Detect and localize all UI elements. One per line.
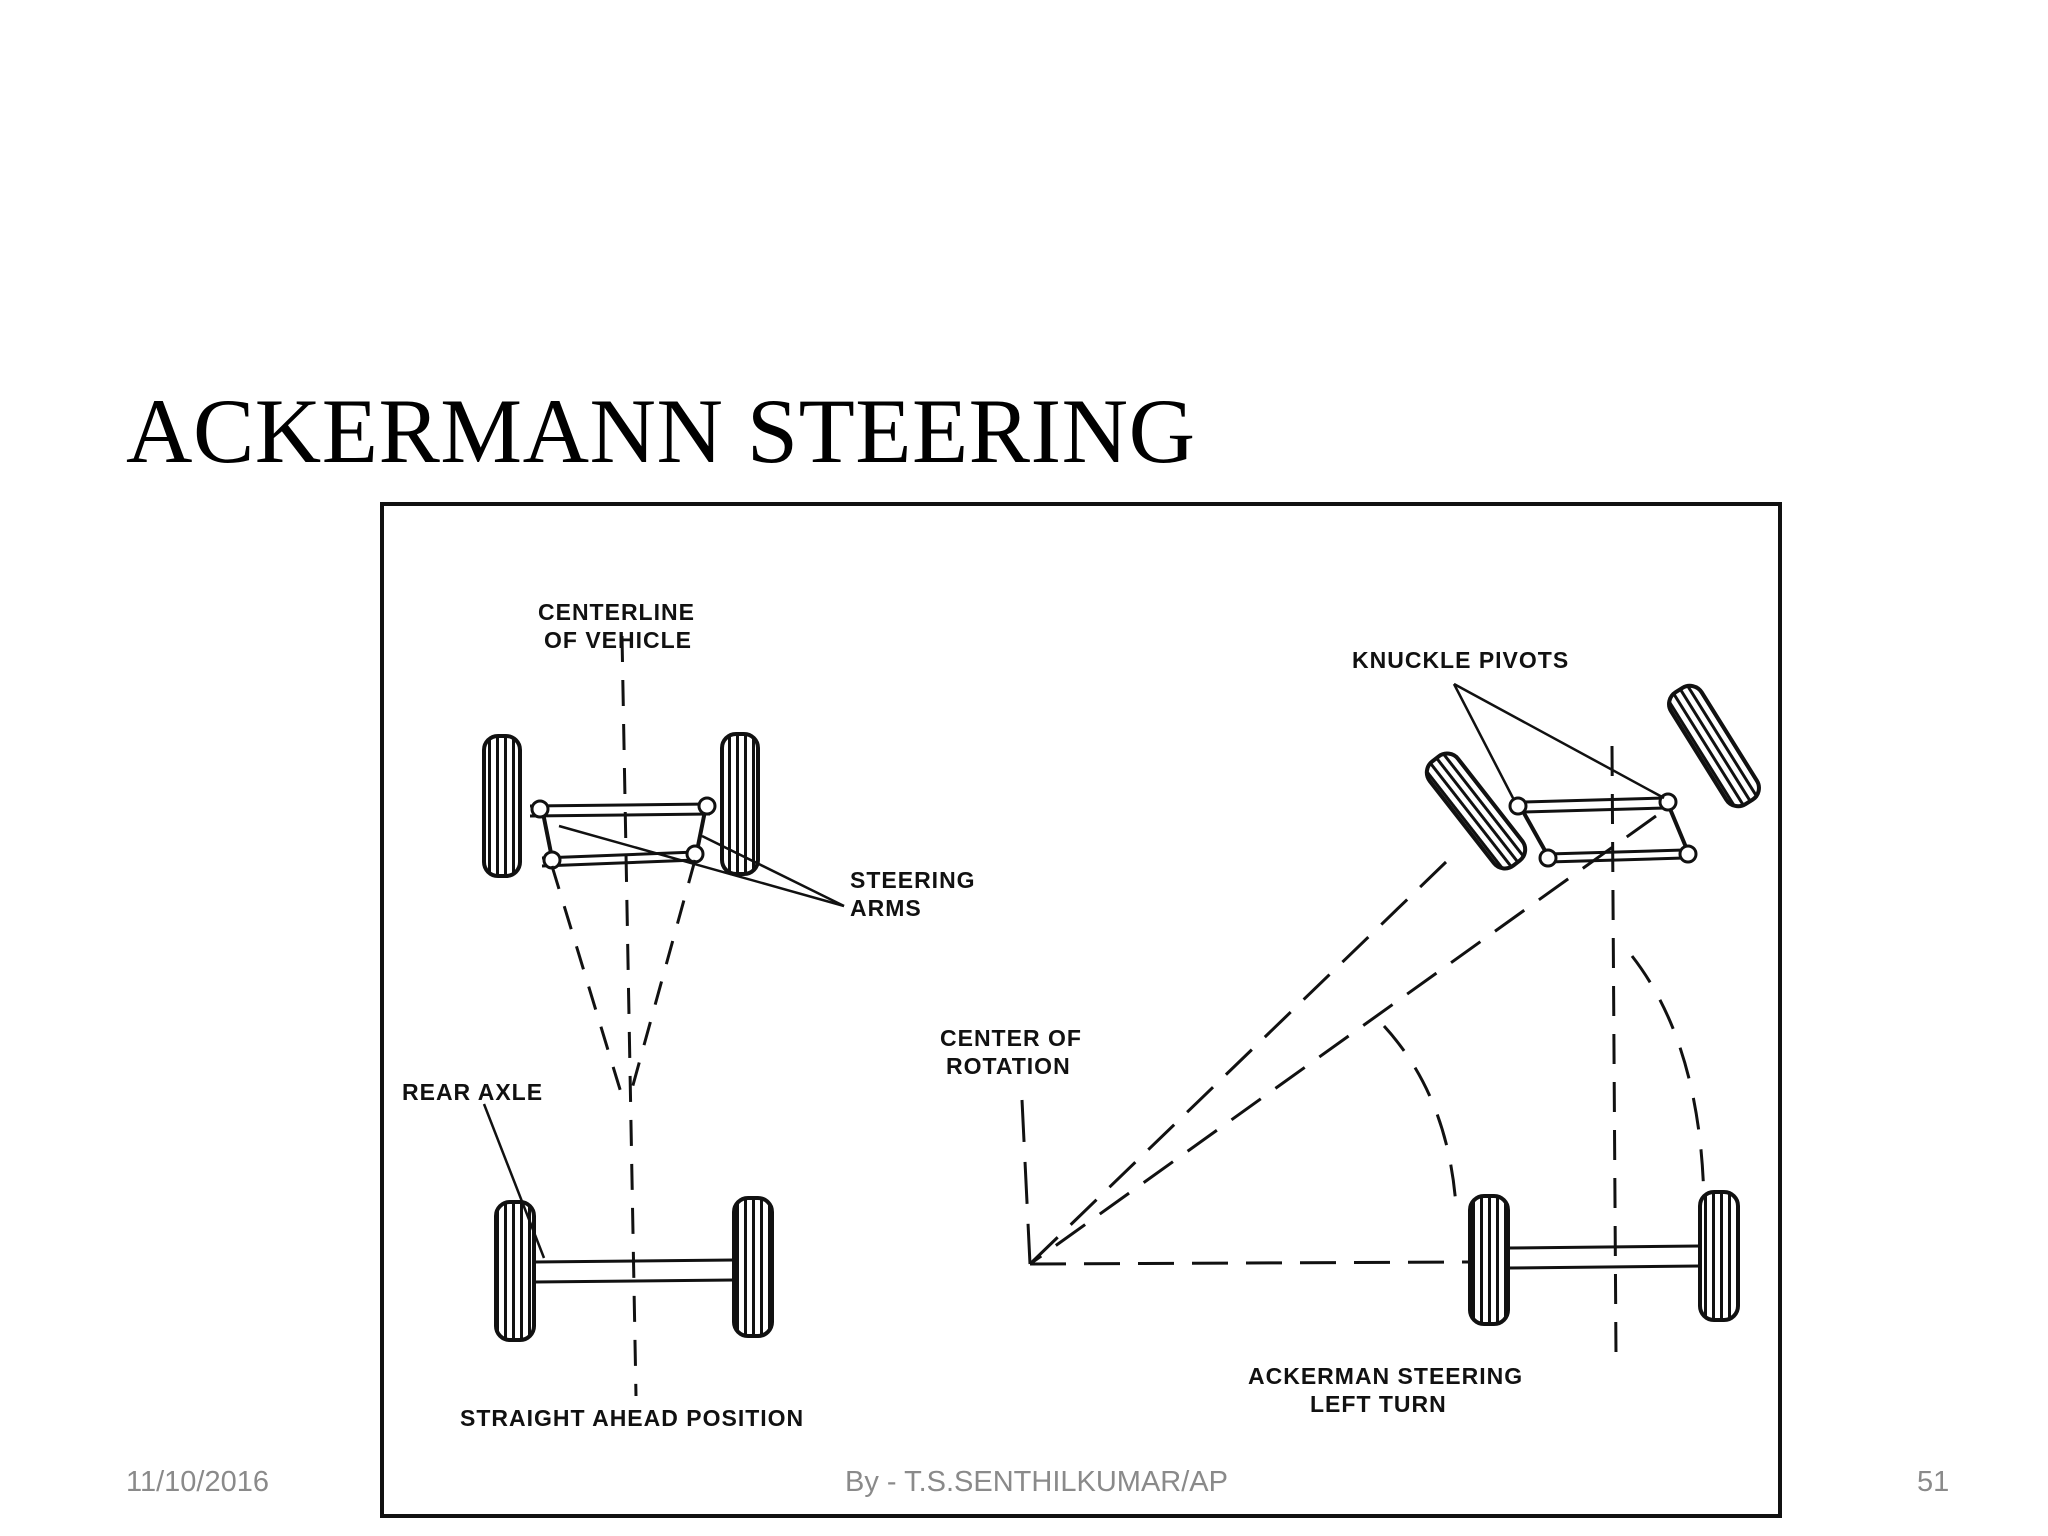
turn-rear-right-wheel (1698, 1190, 1740, 1322)
left-turn-group (1020, 682, 1761, 1357)
steering-arms-leader-2 (701, 834, 845, 908)
rear-axle-upper (533, 1258, 735, 1264)
front-axle-upper (529, 802, 711, 808)
rear-right-wheel (732, 1196, 774, 1338)
footer-author: By - T.S.SENTHILKUMAR/AP (845, 1466, 1228, 1498)
knuckle-leader-2 (1453, 682, 1665, 800)
turn-pivot-arm-left (1538, 848, 1558, 868)
label-ackerman-2: LEFT TURN (1310, 1391, 1447, 1417)
turn-tie-rod-upper (1547, 848, 1685, 856)
label-steering-arms-1: STEERING (850, 867, 976, 893)
arm-projection-right (628, 859, 697, 1097)
ackermann-diagram: CENTERLINE OF VEHICLE STEERING ARMS REAR… (380, 502, 1782, 1518)
label-steering-arms-2: ARMS (850, 895, 922, 921)
radius-line-rear (1029, 1260, 1475, 1266)
label-knuckle-pivots: KNUCKLE PIVOTS (1352, 647, 1569, 673)
label-center-of-rotation-1: CENTER OF (940, 1025, 1082, 1051)
turn-pivot-left (1508, 796, 1528, 816)
arm-projection-left (550, 865, 624, 1097)
turn-tie-rod-lower (1547, 856, 1685, 864)
pivot-arm-left (542, 850, 562, 870)
steering-arms-leader-1 (558, 824, 845, 908)
radius-line-inner (1029, 814, 1657, 1266)
rear-axle-lower (533, 1278, 735, 1284)
rear-left-wheel (494, 1200, 536, 1342)
pivot-arm-right (685, 844, 705, 864)
radius-line-outer (1028, 860, 1448, 1266)
rear-axle-leader (482, 1103, 546, 1259)
label-center-of-rotation-2: ROTATION (946, 1053, 1071, 1079)
turn-pivot-arm-right (1678, 844, 1698, 864)
turn-arm-left (1518, 805, 1550, 857)
turn-rear-axle-lower (1507, 1264, 1701, 1270)
slide-title: ACKERMANN STEERING (126, 380, 1196, 482)
turn-centerline (1610, 745, 1618, 1357)
turn-rear-axle-upper (1507, 1244, 1701, 1250)
turn-front-right-wheel (1667, 683, 1761, 809)
label-rear-axle: REAR AXLE (402, 1079, 543, 1105)
label-straight-ahead: STRAIGHT AHEAD POSITION (460, 1405, 804, 1431)
diagram-svg: CENTERLINE OF VEHICLE STEERING ARMS REAR… (402, 599, 1761, 1431)
knuckle-leader-1 (1452, 683, 1516, 801)
page-number: 51 (1917, 1466, 1950, 1498)
label-centerline-2: OF VEHICLE (544, 627, 692, 653)
label-ackerman-1: ACKERMAN STEERING (1248, 1363, 1523, 1389)
pivot-front-right (697, 796, 717, 816)
front-right-wheel (720, 732, 760, 876)
label-centerline-1: CENTERLINE (538, 599, 695, 625)
tie-rod-lower (541, 858, 697, 868)
turning-arc-outer (1630, 955, 1706, 1207)
turn-rear-left-wheel (1468, 1194, 1510, 1326)
straight-ahead-group (482, 635, 845, 1397)
rotation-center-vertical (1020, 1099, 1032, 1265)
footer-date: 11/10/2016 (126, 1466, 269, 1498)
pivot-front-left (530, 799, 550, 819)
turn-arm-right (1666, 803, 1690, 853)
vehicle-centerline (620, 635, 638, 1397)
front-left-wheel (482, 734, 522, 878)
turn-front-left-wheel (1424, 751, 1528, 871)
turning-arc-inner (1382, 1024, 1458, 1207)
front-axle-lower (529, 812, 711, 818)
tie-rod-upper (541, 850, 697, 860)
turn-axle-upper (1521, 796, 1667, 804)
turn-axle-lower (1521, 806, 1667, 814)
